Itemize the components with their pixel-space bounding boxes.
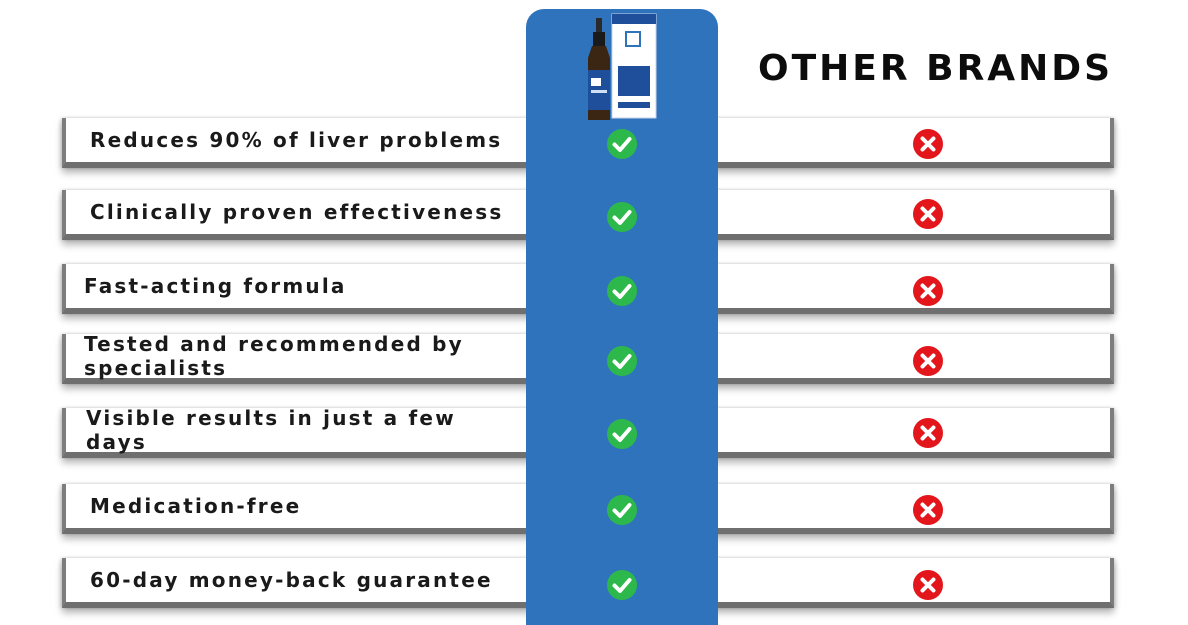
- other-brands-heading: OTHER BRANDS: [758, 48, 1114, 89]
- check-icon: [607, 346, 637, 376]
- row-label: Clinically proven effectiveness: [90, 200, 504, 224]
- cross-icon: [913, 129, 943, 159]
- check-icon: [607, 495, 637, 525]
- check-icon: [607, 570, 637, 600]
- cross-icon: [913, 418, 943, 448]
- check-icon: [607, 129, 637, 159]
- cross-icon: [913, 199, 943, 229]
- check-icon: [607, 202, 637, 232]
- row-label: Medication-free: [90, 494, 302, 518]
- cross-icon: [913, 495, 943, 525]
- cross-icon: [913, 346, 943, 376]
- check-icon: [607, 276, 637, 306]
- row-label: Reduces 90% of liver problems: [90, 128, 503, 152]
- product-bottle-image: [588, 13, 657, 120]
- row-label: Fast-acting formula: [84, 274, 347, 298]
- row-label: Tested and recommended by specialists: [84, 332, 464, 380]
- row-label: Visible results in just a few days: [86, 406, 456, 454]
- row-label: 60-day money-back guarantee: [90, 568, 493, 592]
- check-icon: [607, 419, 637, 449]
- cross-icon: [913, 276, 943, 306]
- cross-icon: [913, 570, 943, 600]
